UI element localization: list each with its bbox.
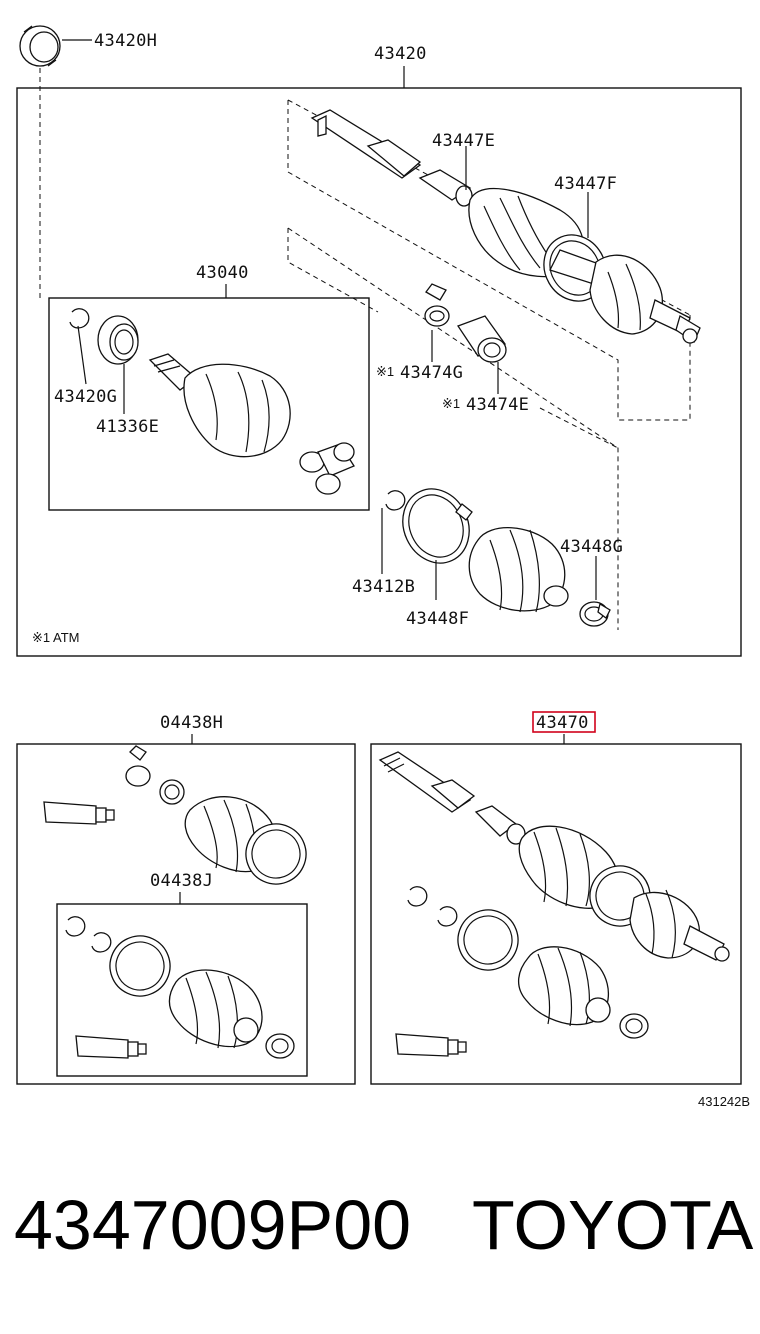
snap-ring-c-drawing bbox=[407, 886, 428, 907]
bush-43474e-drawing bbox=[457, 315, 507, 363]
label-43474g: 43474G bbox=[400, 363, 463, 383]
brand-name: TOYOTA bbox=[472, 1186, 754, 1264]
snap-ring-a-drawing bbox=[65, 916, 86, 937]
assembly-box-43470 bbox=[370, 743, 742, 1085]
grease-tube-43470-drawing bbox=[395, 1033, 467, 1057]
band-43470-drawing bbox=[457, 909, 519, 971]
drive-shaft-drawing bbox=[310, 109, 701, 344]
boot-kit-drawing bbox=[168, 969, 263, 1049]
drive-shaft-assembly-43470-drawing bbox=[378, 751, 730, 962]
snap-ring-43420g-drawing bbox=[69, 308, 90, 329]
label-43040: 43040 bbox=[196, 263, 249, 283]
label-43412b: 43412B bbox=[352, 577, 415, 597]
grease-tube-kit-drawing bbox=[75, 1035, 147, 1059]
label-43420: 43420 bbox=[374, 44, 427, 64]
label-43448f: 43448F bbox=[406, 609, 469, 629]
label-43420g: 43420G bbox=[54, 387, 117, 407]
label-43420h: 43420H bbox=[94, 31, 157, 51]
clamp-43474g-drawing bbox=[424, 283, 450, 327]
figure-code: 431242B bbox=[698, 1094, 750, 1109]
cv-joint-housing-drawing bbox=[148, 353, 291, 458]
label-43448g: 43448G bbox=[560, 537, 623, 557]
snap-ring-d-drawing bbox=[437, 906, 458, 927]
label-43447f: 43447F bbox=[554, 174, 617, 194]
label-43447e: 43447E bbox=[432, 131, 495, 151]
part-number: 4347009P00 bbox=[14, 1186, 412, 1264]
boot-lower-drawing bbox=[468, 527, 569, 613]
snap-ring-43412b-drawing bbox=[385, 490, 406, 511]
ref-mark-43474g: ※1 bbox=[376, 364, 394, 379]
boot-upper-drawing bbox=[184, 796, 307, 885]
label-04438h: 04438H bbox=[160, 713, 223, 733]
clamp-43448g-drawing bbox=[579, 601, 611, 627]
snap-ring-b-drawing bbox=[91, 932, 112, 953]
label-04438j: 04438J bbox=[150, 871, 213, 891]
clamp-43470-drawing bbox=[619, 1013, 649, 1039]
label-43470[interactable]: 43470 bbox=[536, 713, 589, 733]
label-43474e: 43474E bbox=[466, 395, 529, 415]
clamp-upper-drawing bbox=[125, 745, 151, 787]
tripod-joint-drawing bbox=[299, 442, 355, 495]
ring-upper-drawing bbox=[159, 779, 185, 805]
label-41336e: 41336E bbox=[96, 417, 159, 437]
parts-diagram: 43420H 43420 43447E 43447F bbox=[16, 25, 750, 1109]
note-atm: ※1 ATM bbox=[32, 630, 80, 645]
bearing-43420h-drawing bbox=[19, 25, 61, 67]
kit-box-04438h bbox=[16, 743, 356, 1085]
assembly-box-43040 bbox=[48, 297, 370, 511]
highlight-frame-43470 bbox=[532, 711, 596, 733]
kit-box-04438j bbox=[56, 903, 308, 1077]
bearing-41336e-drawing bbox=[97, 315, 139, 365]
clamp-kit-drawing bbox=[265, 1033, 295, 1059]
grease-tube-upper-drawing bbox=[43, 801, 115, 825]
assembly-box-43420 bbox=[16, 87, 742, 657]
band-kit-drawing bbox=[109, 935, 171, 997]
ref-mark-43474e: ※1 bbox=[442, 396, 460, 411]
band-43448f-drawing bbox=[402, 488, 473, 564]
boot-43470-drawing bbox=[518, 946, 611, 1027]
